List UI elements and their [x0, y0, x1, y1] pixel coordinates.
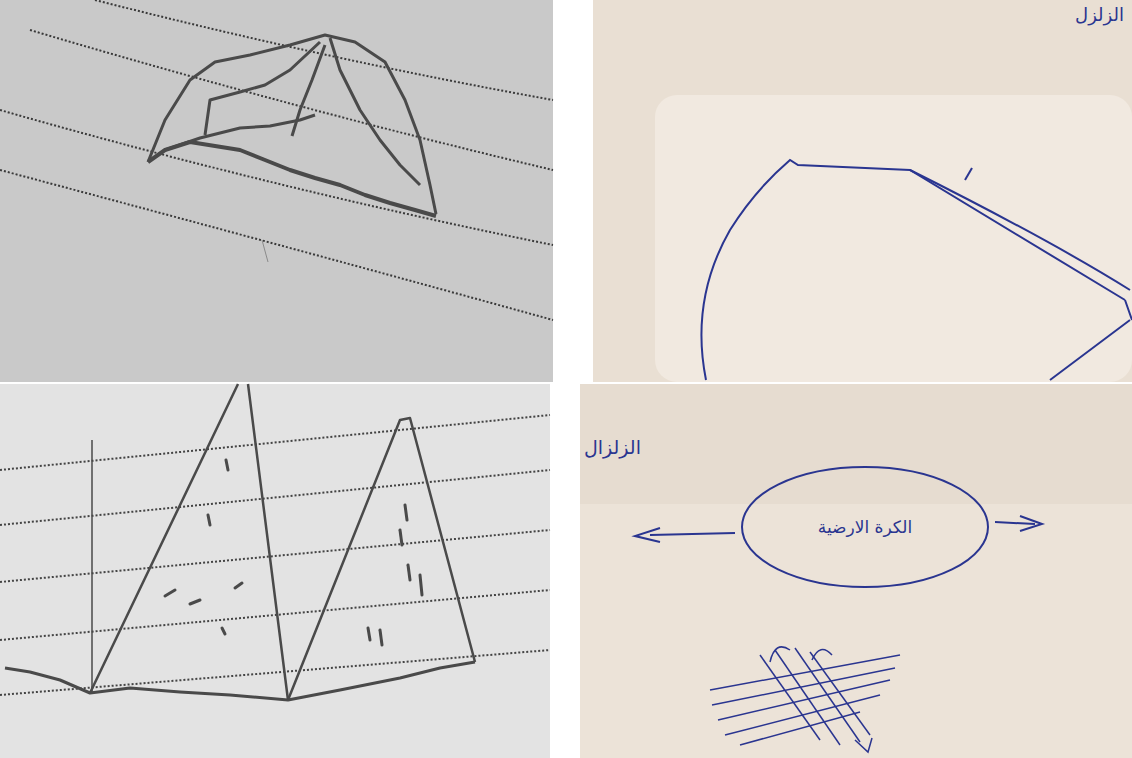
- pen-outline: [701, 160, 1132, 380]
- hatch-lines: [710, 647, 900, 752]
- circle-label: الكرة الارضية: [818, 517, 912, 537]
- title-label: الزلزل: [1075, 4, 1124, 25]
- triangle-sketch: [5, 384, 475, 700]
- paper-card: [655, 95, 1132, 382]
- pencil-paper: [0, 384, 550, 758]
- title-label: الزلزال: [584, 436, 641, 458]
- ruled-lines: [0, 0, 553, 320]
- pencil-marks: [165, 460, 422, 645]
- mountain-sketch: [148, 35, 436, 216]
- pen-paper: [580, 384, 1132, 758]
- paper-shade: [580, 384, 1132, 504]
- circle-outline: [742, 467, 988, 587]
- ruled-lines: [0, 415, 550, 695]
- pencil-mark: [262, 240, 268, 262]
- earth-circle: الكرة الارضية: [740, 465, 990, 589]
- pen-paper: [593, 0, 1132, 382]
- force-arrows: [635, 516, 1042, 542]
- pencil-paper: [0, 0, 553, 382]
